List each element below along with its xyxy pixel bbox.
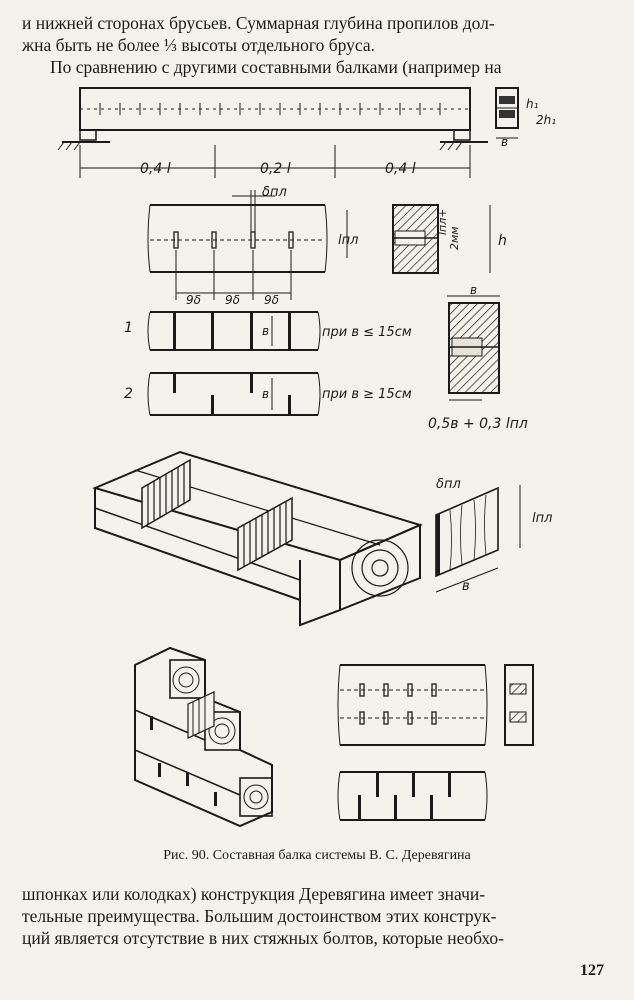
b-label: в (462, 579, 470, 594)
row-2: 2 в при в ≥ 15см (124, 372, 412, 416)
span-right-label: 0,4 l (385, 161, 416, 177)
spacing-label: 9δ (225, 293, 240, 307)
slot-plan: δпл 9δ 9δ 9δ lпл (147, 185, 358, 307)
row-1: 1 в при в ≤ 15см (124, 311, 412, 351)
cross-section: lпл+ 2мм h (392, 204, 507, 274)
l-pl-label: lпл (338, 233, 358, 248)
formula-label: 0,5в + 0,3 lпл (428, 416, 528, 432)
spacing-label: 9δ (186, 293, 201, 307)
row-2-condition: при в ≥ 15см (322, 387, 412, 402)
span-mid-label: 0,2 l (260, 161, 291, 177)
h1-label: h₁ (526, 97, 539, 111)
text-line: жна быть не более ⅓ высоты отдельного бр… (22, 35, 376, 55)
l-pl-label: lпл (532, 511, 552, 526)
page-number: 127 (580, 962, 604, 979)
b-label: в (262, 387, 269, 401)
spacing-label: 9δ (264, 293, 279, 307)
span-left-label: 0,4 l (140, 161, 171, 177)
delta-pl-label: δпл (262, 185, 287, 200)
top-paragraph: и нижней сторонах брусьев. Суммарная глу… (22, 12, 612, 78)
two-h1-label: 2h₁ (536, 113, 556, 127)
text-line: шпонках или колодках) конструкция Деревя… (22, 884, 486, 904)
dowel-plate: δпл lпл в (435, 477, 552, 594)
wide-section: в 0,5в + 0,3 lпл (428, 283, 528, 432)
b-label: в (501, 135, 508, 149)
text-line: ций является отсутствие в них стяжных бо… (22, 928, 505, 948)
text-line: тельные преимущества. Большим достоинств… (22, 906, 497, 926)
text-line: По сравнению с другими составными балкам… (50, 57, 502, 77)
section-dim-label: 2мм (448, 226, 461, 250)
lower-plans (337, 664, 534, 821)
stepped-isometric (134, 646, 273, 828)
row-1-number: 1 (124, 320, 133, 336)
beam-elevation: 0,4 l 0,2 l 0,4 l в h₁ 2h₁ (57, 87, 556, 178)
b-label: в (262, 324, 269, 338)
delta-pl-label: δпл (436, 477, 461, 492)
b-label: в (470, 283, 477, 297)
figure-caption: Рис. 90. Составная балка системы В. С. Д… (163, 848, 471, 863)
bottom-paragraph: шпонках или колодках) конструкция Деревя… (22, 883, 612, 949)
text-line: и нижней сторонах брусьев. Суммарная глу… (22, 13, 495, 33)
h-label: h (498, 233, 507, 249)
row-1-condition: при в ≤ 15см (322, 325, 412, 340)
section-dim-label: lпл+ (436, 209, 449, 236)
beam-figure: 0,4 l 0,2 l 0,4 l в h₁ 2h₁ δпл 9δ 9δ 9δ (57, 87, 556, 828)
isometric-beam (92, 450, 423, 627)
row-2-number: 2 (124, 386, 133, 402)
